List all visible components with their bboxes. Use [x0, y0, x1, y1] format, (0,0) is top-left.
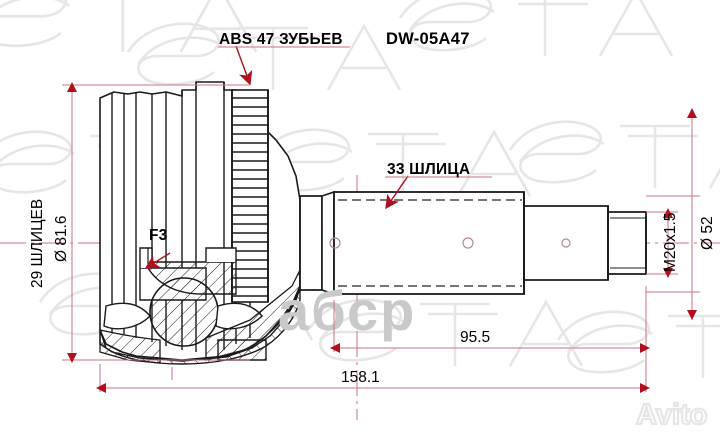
svg-text:Avito: Avito: [636, 399, 707, 431]
abs-teeth-label: ABS 47 ЗУБЬЕВ: [219, 31, 343, 48]
outer-diameter-label: Ø 81.6: [53, 215, 70, 262]
end-diameter-label: Ø 52: [699, 216, 716, 250]
dimension-lines: [62, 84, 700, 392]
center-watermark: абср: [278, 279, 416, 342]
drive-shaft: [299, 190, 647, 296]
shaft-length-dimension: 95.5: [460, 329, 491, 346]
face-marking-label: F3: [149, 227, 168, 244]
annotation-underlines: [218, 46, 492, 178]
axis-section-marks: [329, 237, 571, 249]
abs-tone-ring: [231, 89, 269, 303]
shaft-splines-label: 33 ШЛИЦА: [387, 161, 471, 178]
thread-label: M20x1.5: [662, 212, 679, 272]
svg-text:абср: абср: [278, 279, 416, 342]
dimension-arrowheads: [67, 82, 697, 393]
inner-splines-label: 29 ШЛИЦЕВ: [29, 198, 46, 288]
part-number-label: DW-05A47: [386, 30, 470, 48]
leader-arrows: [144, 45, 409, 269]
total-length-dimension: 158.1: [341, 369, 380, 386]
avito-watermark: Avito: [635, 398, 709, 432]
